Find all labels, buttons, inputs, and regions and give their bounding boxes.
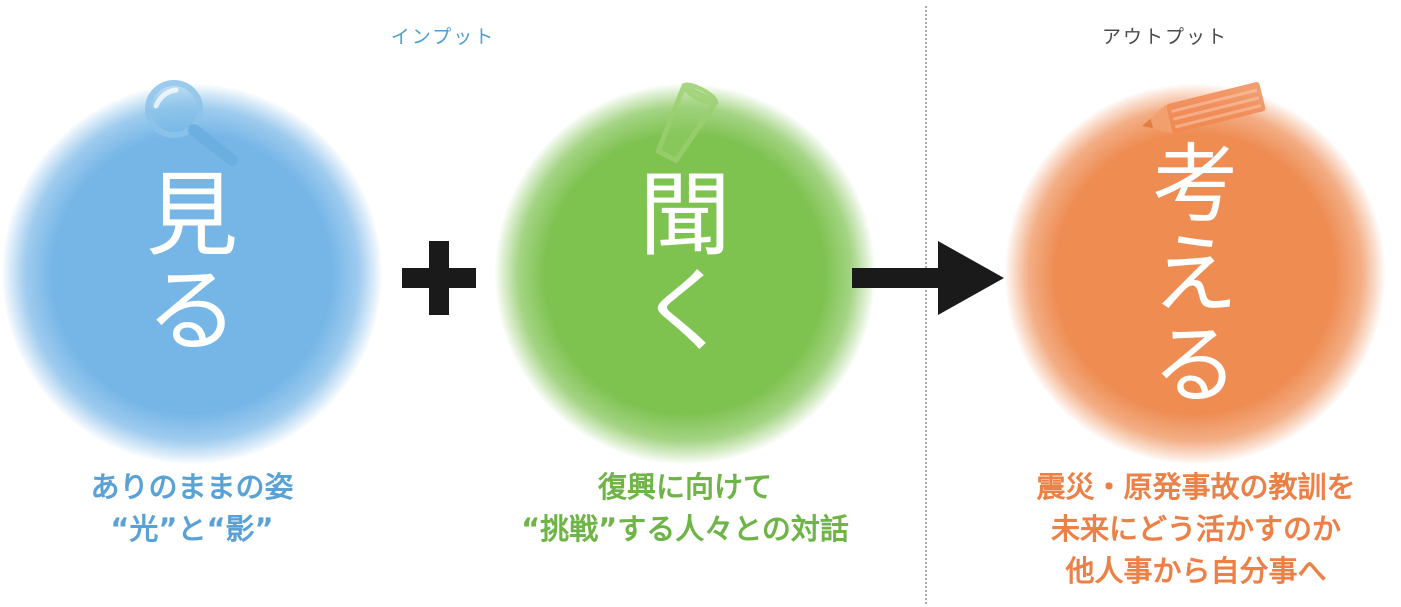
think-caption-line-3: 他人事から自分事へ [1065, 554, 1327, 588]
look-circle [2, 84, 382, 464]
listen-caption-line-1: 復興に向けて [597, 470, 772, 504]
input-output-divider [925, 6, 927, 604]
look-title-char-1: 見 [145, 162, 238, 269]
listen-title-char-1: 聞 [638, 162, 731, 269]
look-caption-line-2: “光”と“影” [110, 512, 274, 546]
look-caption-line-1: ありのままの姿 [90, 470, 294, 504]
input-section-label: インプット [390, 26, 496, 48]
look-title-char-2: る [145, 257, 238, 365]
listen-title-char-2: く [638, 257, 731, 365]
look-title: 見 る [92, 168, 292, 359]
think-caption-line-2: 未来にどう活かすのか [1050, 512, 1341, 546]
think-title-char-2: え [1152, 225, 1238, 326]
plus-icon [398, 237, 480, 319]
cup-icon [638, 76, 730, 172]
think-title-char-3: る [1152, 315, 1238, 416]
magnifier-icon [140, 76, 244, 168]
think-title-char-1: 考 [1152, 135, 1238, 235]
output-section-label: アウトプット [1101, 26, 1228, 48]
pencil-icon [1132, 82, 1272, 138]
think-title: 考 え る [1095, 140, 1295, 411]
listen-title: 聞 く [585, 168, 785, 359]
arrow-right-icon [848, 237, 1008, 319]
look-caption: ありのままの姿 “光”と“影” [12, 466, 372, 550]
listen-caption-line-2: “挑戦”する人々との対話 [521, 512, 849, 546]
think-circle [1005, 84, 1385, 464]
think-caption-line-1: 震災・原発事故の教訓を [1036, 470, 1356, 504]
listen-caption: 復興に向けて “挑戦”する人々との対話 [495, 466, 875, 550]
think-caption: 震災・原発事故の教訓を 未来にどう活かすのか 他人事から自分事へ [1004, 466, 1388, 592]
